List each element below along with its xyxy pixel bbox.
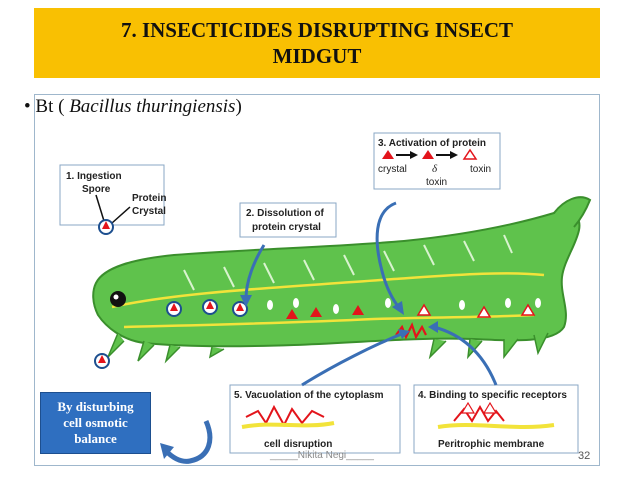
step3-toxin: toxin: [470, 164, 491, 175]
spore-crystal-icon: [166, 301, 182, 317]
step5-vacuolation-box: 5. Vacuolation of the cytoplasm cell dis…: [229, 329, 410, 454]
bullet-prefix: Bt (: [35, 96, 65, 117]
spore-crystal-icon: [202, 299, 218, 315]
content-frame: [34, 94, 600, 466]
step3-delta: δ: [432, 163, 438, 175]
title-bar: 7. INSECTICIDES DISRUPTING INSECT MIDGUT: [34, 8, 600, 78]
step1-crystal: Crystal: [132, 206, 166, 217]
step2-dissolution-box: 2. Dissolution of protein crystal: [239, 202, 337, 307]
spore-crystal-icon: [94, 353, 110, 369]
curved-arrow-icon: [160, 419, 213, 464]
slide-title-line1: 7. INSECTICIDES DISRUPTING INSECT: [120, 18, 514, 42]
step3-crystal: crystal: [378, 164, 407, 175]
page-number: 32: [578, 450, 591, 462]
step1-title: 1. Ingestion: [66, 171, 122, 182]
step2-line2: protein crystal: [252, 222, 321, 233]
bullet-species: Bacillus thuringiensis: [69, 96, 236, 117]
step3-activation-box: 3. Activation of protein crystal δ toxin…: [373, 132, 501, 315]
caterpillar: [92, 196, 592, 364]
step4-label: Peritrophic membrane: [438, 439, 545, 450]
step5-label: cell disruption: [264, 439, 332, 450]
bullet-suffix: ): [235, 96, 242, 117]
step3-toxin2: toxin: [426, 177, 447, 188]
side-box-line2: cell osmotic: [63, 415, 128, 430]
side-box-line3: balance: [74, 431, 117, 446]
step1-protein: Protein: [132, 193, 166, 204]
step4-title: 4. Binding to specific receptors: [418, 390, 567, 401]
footer-author: _____Nikita Negi_____: [270, 450, 374, 461]
spore-crystal-icon: [232, 301, 248, 317]
step4-binding-box: 4. Binding to specific receptors Peritro…: [413, 321, 579, 454]
side-box-osmotic: By disturbing cell osmotic balance: [40, 392, 151, 454]
step1-ingestion-box: 1. Ingestion Spore Protein Crystal: [59, 164, 166, 235]
bullet-bt: • Bt ( Bacillus thuringiensis): [24, 96, 242, 118]
step1-spore: Spore: [82, 184, 111, 195]
bt-mechanism-diagram: 1. Ingestion Spore Protein Crystal 2. Di…: [59, 132, 592, 464]
step2-line1: 2. Dissolution of: [246, 208, 324, 219]
bullet-dot: •: [24, 96, 36, 117]
slide-title-line2: MIDGUT: [272, 44, 362, 68]
step5-title: 5. Vacuolation of the cytoplasm: [234, 390, 384, 401]
step3-title: 3. Activation of protein: [378, 138, 486, 149]
side-box-line1: By disturbing: [57, 399, 134, 414]
